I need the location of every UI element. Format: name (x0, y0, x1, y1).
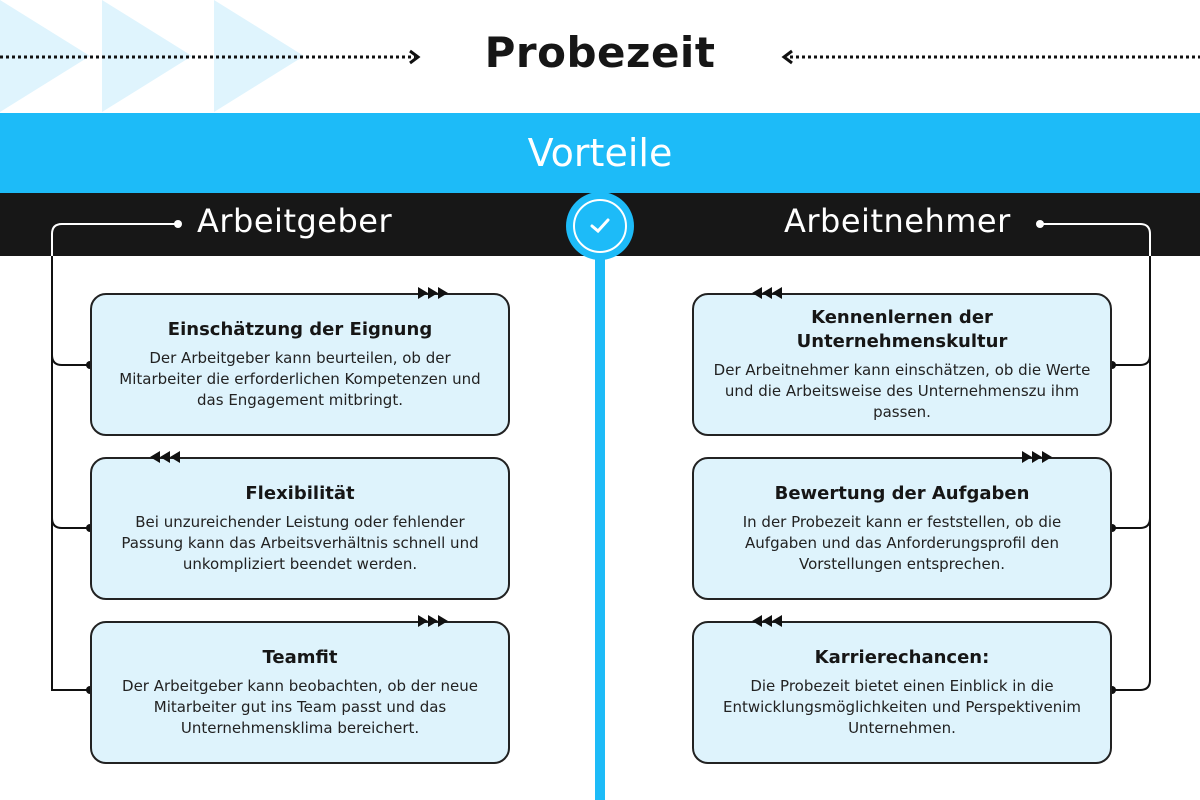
center-divider (595, 240, 605, 800)
card-karrierechancen: Karrierechancen: Die Probezeit bietet ein… (692, 621, 1112, 764)
card-title: Kennenlernen der Unternehmenskultur (796, 307, 1008, 352)
header-arbeitnehmer: Arbeitnehmer (784, 202, 1011, 240)
card-text: In der Probezeit kann er feststellen, ob… (742, 513, 1062, 573)
card-aufgaben: Bewertung der Aufgaben In der Probezeit k… (692, 457, 1112, 600)
card-title: Karrierechancen: (814, 647, 990, 668)
card-title: Flexibilität (245, 483, 355, 504)
card-title: Einschätzung der Eignung (167, 319, 433, 340)
card-title: Bewertung der Aufgaben (774, 483, 1030, 504)
card-text: Die Probezeit bietet einen Einblick in d… (723, 677, 1081, 737)
card-text: Der Arbeitnehmer kann einschätzen, ob di… (713, 361, 1091, 421)
check-badge (566, 192, 634, 260)
card-text: Der Arbeitgeber kann beurteilen, ob der … (119, 349, 481, 409)
header-arbeitgeber: Arbeitgeber (197, 202, 393, 240)
card-text: Bei unzureichender Leistung oder fehlend… (121, 513, 479, 573)
card-title: Teamfit (262, 647, 338, 668)
card-text: Der Arbeitgeber kann beobachten, ob der … (122, 677, 478, 737)
banner-vorteile: Vorteile (0, 113, 1200, 193)
page-title: Probezeit (484, 28, 716, 77)
check-icon (590, 218, 610, 234)
